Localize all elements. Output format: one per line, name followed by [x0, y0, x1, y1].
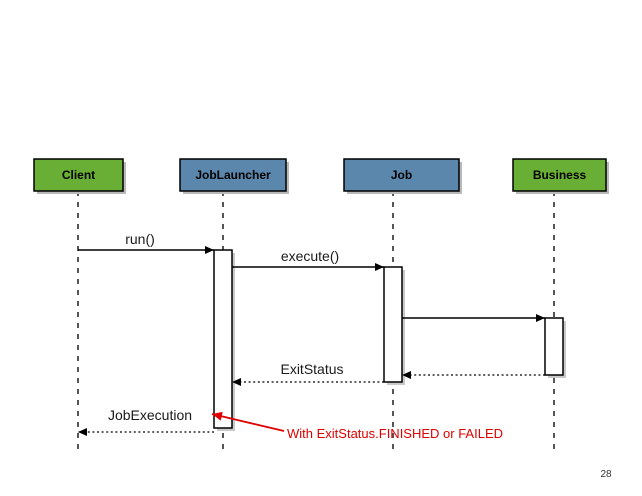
annotation-group: With ExitStatus.FINISHED or FAILED — [211, 411, 503, 441]
participants-group: Client JobLauncher Job Business — [33, 158, 609, 194]
business-activation — [544, 317, 564, 376]
page-number: 28 — [600, 469, 612, 480]
participant-box-business[interactable] — [512, 158, 607, 192]
exitstatus-annotation-text: With ExitStatus.FINISHED or FAILED — [287, 426, 503, 441]
run-message-label: run() — [125, 231, 155, 247]
participant-box-client[interactable] — [33, 158, 124, 192]
joblauncher-activation — [213, 249, 233, 429]
exitstatus-message-label: ExitStatus — [280, 361, 343, 377]
exitstatus-annotation-arrow — [211, 411, 285, 432]
job-activation — [383, 266, 403, 383]
participant-label-job: Job — [391, 168, 412, 182]
participant-label-business: Business — [533, 168, 587, 182]
jobexecution-message-label: JobExecution — [108, 407, 192, 423]
participant-box-job[interactable] — [343, 158, 460, 192]
activations-group — [213, 249, 566, 431]
participant-label-client: Client — [62, 168, 95, 182]
participant-box-joblauncher[interactable] — [179, 158, 287, 192]
participant-label-joblauncher: JobLauncher — [195, 168, 271, 182]
execute-message-label: execute() — [281, 248, 339, 264]
